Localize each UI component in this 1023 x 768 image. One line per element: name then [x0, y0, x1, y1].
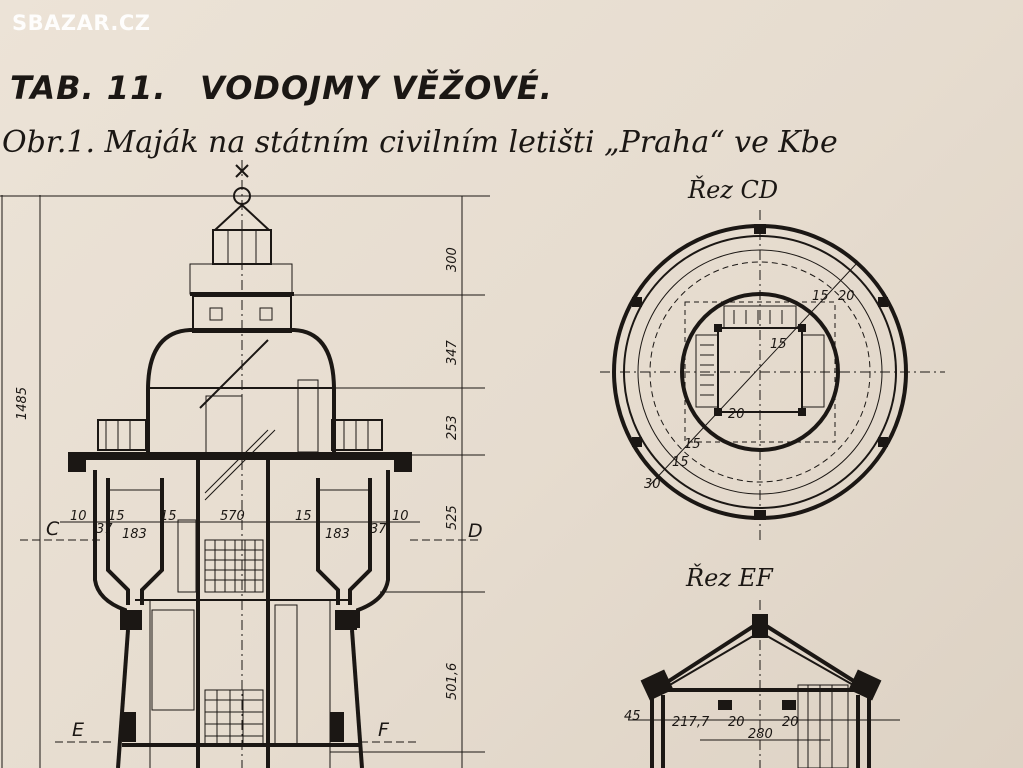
- width-dim-1: 10: [70, 509, 87, 524]
- width-dim-6: 570: [220, 509, 245, 524]
- ef-dim-4: 20: [782, 715, 799, 730]
- ef-dim-5: 280: [748, 727, 773, 742]
- section-marker-d: D: [468, 520, 483, 542]
- plate-title: VODOJMY VĚŽOVÉ.: [200, 69, 553, 107]
- height-dim-4: 525: [445, 505, 460, 530]
- height-dim-3: 253: [445, 415, 460, 440]
- lighthouse-elevation: 1485 300 347 253 525 501,6: [0, 160, 490, 768]
- plan-dim-6: 15: [672, 455, 689, 470]
- plan-dim-1: 20: [838, 289, 855, 304]
- ef-dim-3: 20: [728, 715, 745, 730]
- width-dim-7: 15: [295, 509, 312, 524]
- section-cd-plan: Řez CD 20 15 15 2: [600, 175, 945, 540]
- total-height-label: 1485: [15, 387, 30, 420]
- plan-dim-7: 30: [644, 477, 661, 492]
- height-dim-2: 347: [445, 339, 460, 365]
- figure-caption: Obr.1. Maják na státním civilním letišti…: [2, 125, 838, 160]
- width-dim-5: 37: [96, 522, 113, 537]
- section-ef-title: Řez EF: [685, 563, 774, 592]
- section-cd-title: Řez CD: [687, 175, 778, 204]
- height-dim-5: 501,6: [445, 663, 460, 700]
- ef-dim-1: 45: [624, 709, 641, 724]
- section-marker-c: C: [46, 518, 60, 540]
- plan-dim-5: 15: [684, 437, 701, 452]
- width-dim-10: 10: [392, 509, 409, 524]
- section-marker-e: E: [72, 719, 84, 741]
- watermark-text: SBAZAR.CZ: [12, 11, 151, 35]
- ef-dim-2: 217,7: [672, 715, 710, 730]
- width-dim-9: 37: [370, 522, 387, 537]
- table-number: TAB. 11.: [10, 69, 166, 107]
- width-dim-3: 15: [160, 509, 177, 524]
- width-dim-2: 15: [108, 509, 125, 524]
- section-marker-f: F: [378, 719, 390, 741]
- width-dim-8: 183: [325, 527, 350, 542]
- height-dim-1: 300: [445, 247, 460, 272]
- section-ef-drawing: Řez EF 45 217,7 20 20 280: [624, 563, 900, 768]
- plan-dim-4: 20: [728, 407, 745, 422]
- plan-dim-2: 15: [812, 289, 829, 304]
- width-dim-4: 183: [122, 527, 147, 542]
- plan-dim-3: 15: [770, 337, 787, 352]
